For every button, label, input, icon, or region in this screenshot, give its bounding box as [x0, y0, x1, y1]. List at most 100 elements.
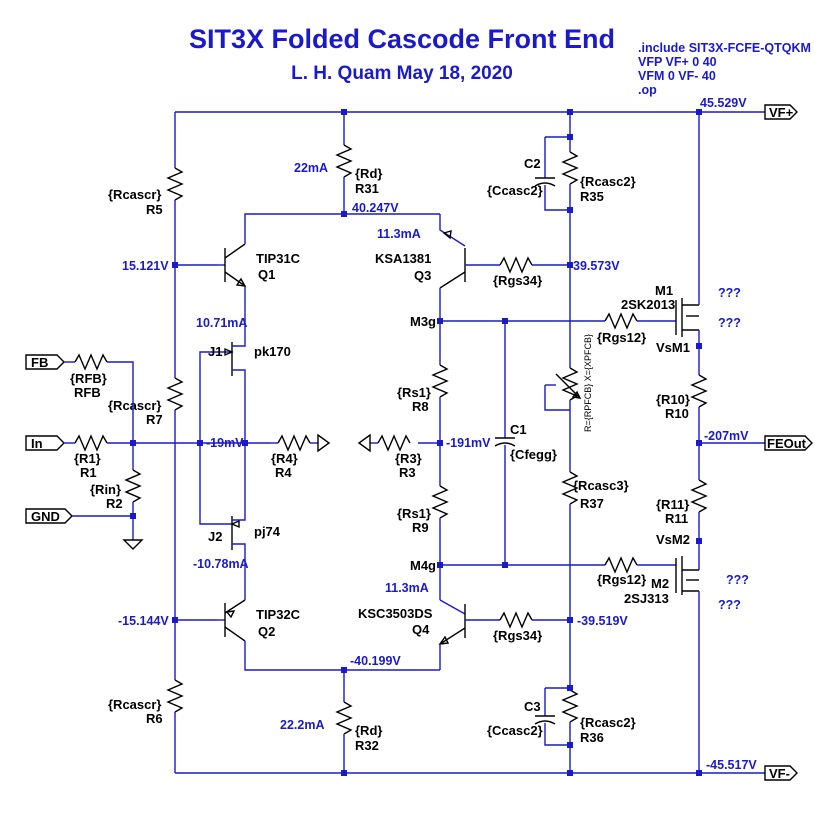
junction-dots [130, 109, 702, 776]
directive-vfm: VFM 0 VF- 40 [638, 69, 716, 83]
c2-ref: C2 [524, 156, 541, 171]
j2-jfet [199, 443, 246, 600]
fb-port[interactable] [25, 354, 65, 370]
r9-value: {Rs1} [397, 506, 431, 521]
vsm1-net-label: VsM1 [656, 340, 690, 355]
r3-ref: R3 [399, 465, 416, 480]
in-port[interactable] [25, 435, 65, 451]
feout-label: FEOut [767, 436, 807, 451]
m1-model: 2SK2013 [621, 297, 675, 312]
power-rails [175, 111, 765, 774]
m2-mosfet [675, 556, 700, 773]
vfm-label: VF- [769, 766, 790, 781]
r36-value: {Rcasc2} [580, 715, 636, 730]
m3g-net-label: M3g [410, 314, 436, 329]
r2-value: {Rin} [90, 482, 121, 497]
q4-ref: Q4 [412, 622, 430, 637]
r10-ref: R10 [665, 406, 689, 421]
j1-model: pk170 [254, 344, 291, 359]
r10-value: {R10} [656, 392, 690, 407]
q3-ref: Q3 [414, 268, 431, 283]
vfp-label: VF+ [769, 105, 794, 120]
gnd-label: GND [31, 509, 60, 524]
m2-unknown-1: ??? [726, 573, 749, 587]
r6-ref: R6 [146, 711, 163, 726]
vfp-port[interactable] [764, 104, 798, 120]
q1-base-voltage: 15.121V [122, 259, 169, 273]
fb-label: FB [31, 355, 48, 370]
bottom-bus-voltage: -40.199V [350, 654, 401, 668]
rgs34a-value: {Rgs34} [493, 273, 542, 288]
gnd-port[interactable] [25, 508, 73, 524]
q3-transistor [439, 214, 570, 365]
r35-ref: R35 [580, 189, 604, 204]
r6-value: {Rcascr} [108, 697, 162, 712]
q4-current: 11.3mA [385, 581, 429, 595]
r31-ref: R31 [355, 181, 379, 196]
q2-transistor [218, 599, 440, 671]
r31-value: {Rd} [355, 166, 382, 181]
q3-current: 11.3mA [377, 227, 421, 241]
q4-collector-voltage: -39.519V [577, 614, 628, 628]
c1-value: {Cfegg} [510, 447, 557, 462]
rgs34b-value: {Rgs34} [493, 628, 542, 643]
c1-ref: C1 [510, 422, 527, 437]
rfb-value: {RFB} [70, 371, 107, 386]
r2-ref: R2 [106, 496, 123, 511]
vfm-port[interactable] [764, 765, 798, 781]
feout-port[interactable] [764, 435, 813, 451]
directive-include: .include SIT3X-FCFE-QTQKM [638, 41, 811, 55]
rd-resistors [335, 112, 353, 773]
j1-jfet [199, 336, 246, 443]
r5-ref: R5 [146, 202, 163, 217]
c3-ref: C3 [524, 699, 541, 714]
r32-value: {Rd} [355, 723, 382, 738]
r8-value: {Rs1} [397, 385, 431, 400]
q3-collector-voltage: 39.573V [573, 259, 620, 273]
center-string [357, 312, 676, 600]
m4g-net-label: M4g [410, 558, 436, 573]
r4-value: {R4} [271, 451, 298, 466]
q2-base-voltage: -15.144V [118, 614, 169, 628]
in-node-voltage: -19mV [206, 436, 244, 450]
in-label: In [31, 436, 43, 451]
q3-model: KSA1381 [375, 251, 431, 266]
r37-ref: R37 [580, 496, 604, 511]
j2-model: pj74 [254, 524, 281, 539]
m1-unknown-1: ??? [718, 286, 741, 300]
m2-ref: M2 [651, 576, 669, 591]
r7-ref: R7 [146, 412, 163, 427]
m1-ref: M1 [655, 283, 673, 298]
rgs12b-value: {Rgs12} [597, 572, 646, 587]
j2-current: -10.78mA [193, 557, 249, 571]
q1-ref: Q1 [258, 267, 275, 282]
pot-parameters: R={RPFCB} X={XPFCB} [583, 334, 593, 432]
r11-ref: R11 [665, 511, 688, 526]
m2-unknown-2: ??? [718, 598, 741, 612]
j2-ref: J2 [208, 529, 222, 544]
j1-ref: J1 [208, 344, 222, 359]
rd-top-current: 22mA [294, 161, 328, 175]
r3-value: {R3} [395, 451, 422, 466]
r1-value: {R1} [74, 451, 101, 466]
q1-model: TIP31C [256, 251, 301, 266]
vfp-voltage: 45.529V [700, 96, 747, 110]
m1-unknown-2: ??? [718, 316, 741, 330]
q1-transistor [218, 213, 440, 336]
q2-model: TIP32C [256, 607, 301, 622]
r9-ref: R9 [412, 520, 429, 535]
vsm2-net-label: VsM2 [656, 532, 690, 547]
spice-directives: .include SIT3X-FCFE-QTQKM VFP VF+ 0 40 V… [638, 41, 811, 97]
r32-ref: R32 [355, 738, 379, 753]
schematic-title: SIT3X Folded Cascode Front End [189, 24, 615, 54]
rfb-ref: RFB [74, 385, 101, 400]
r35-value: {Rcasc2} [580, 174, 636, 189]
q4-transistor [438, 599, 570, 670]
r1-ref: R1 [80, 465, 97, 480]
q2-ref: Q2 [258, 624, 275, 639]
j1-current: 10.71mA [196, 316, 247, 330]
r8-ref: R8 [412, 399, 429, 414]
fe-out-voltage: -207mV [704, 429, 749, 443]
r37-value: {Rcasc3} [573, 478, 629, 493]
